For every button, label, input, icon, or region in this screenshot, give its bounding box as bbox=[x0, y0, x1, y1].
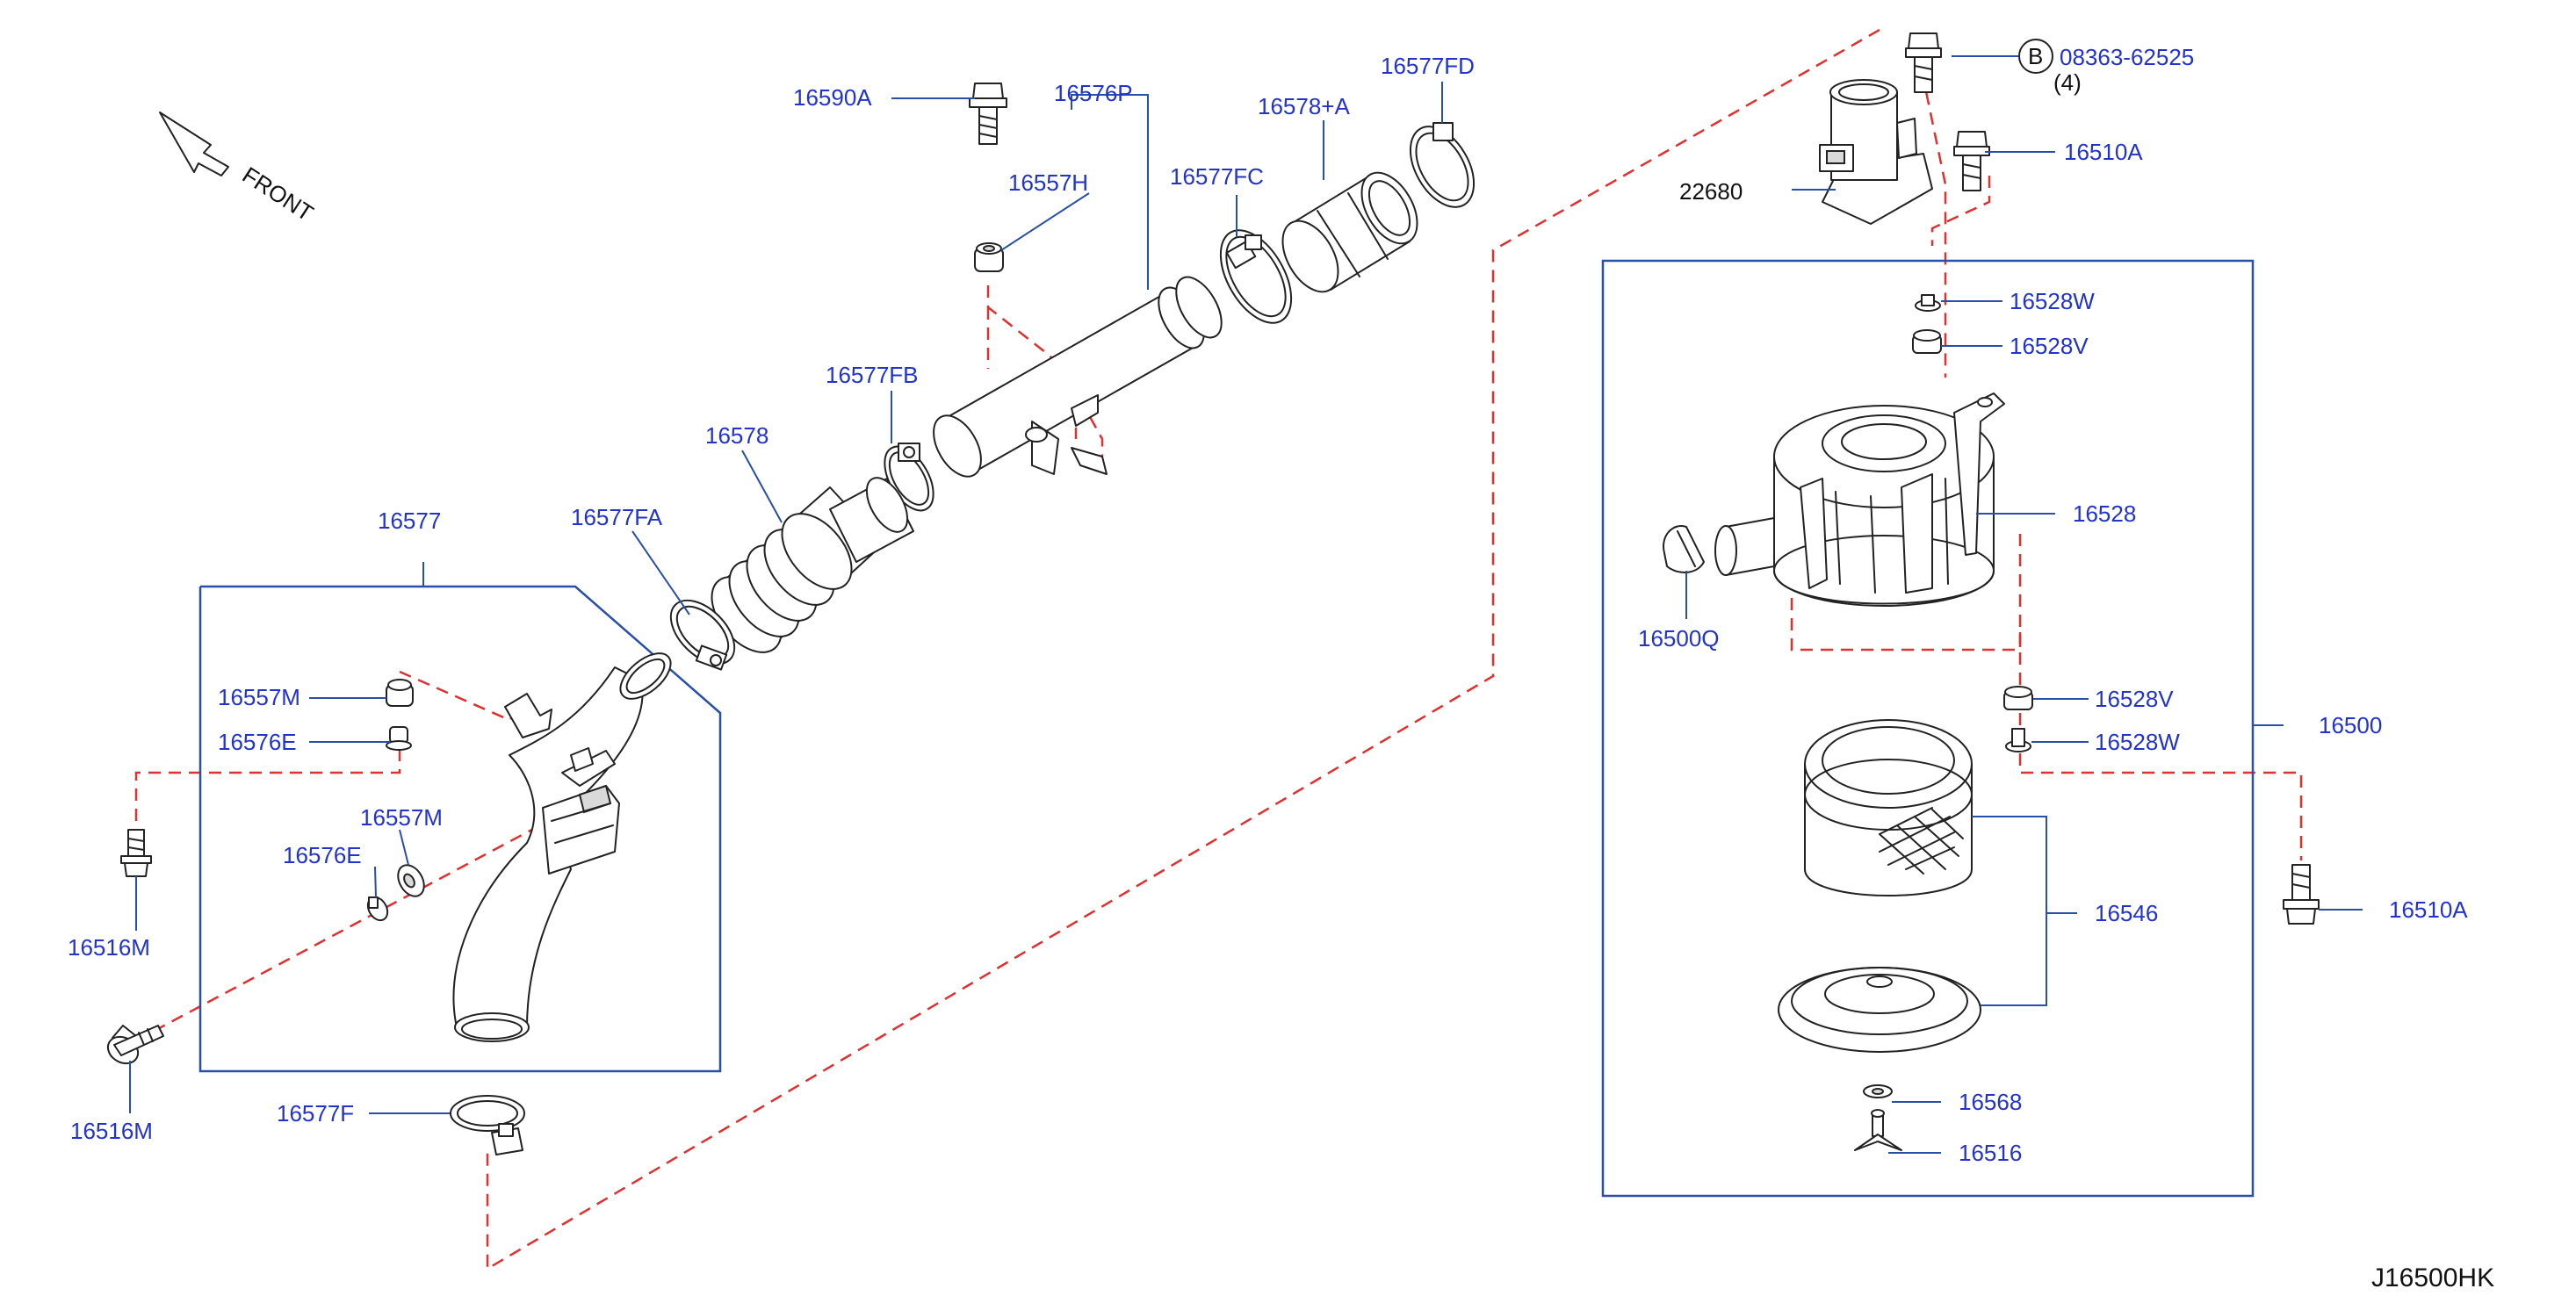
assembly-16577-box bbox=[198, 562, 722, 1073]
bolt-note-qty: (4) bbox=[2053, 69, 2082, 96]
label-16557m-upper: 16557M bbox=[218, 684, 300, 710]
label-16576p: 16576P bbox=[1054, 80, 1133, 106]
label-16578a: 16578+A bbox=[1258, 93, 1350, 119]
label-16500: 16500 bbox=[2319, 712, 2382, 738]
front-arrow-icon bbox=[159, 112, 229, 176]
air-duct-16576p bbox=[933, 276, 1223, 478]
label-16557h: 16557H bbox=[1008, 169, 1088, 196]
pin-16576e-lower bbox=[366, 896, 389, 922]
label-16510a-upper: 16510A bbox=[2064, 139, 2143, 165]
bolt-16510a-lower bbox=[2283, 864, 2320, 925]
label-16528w-upper: 16528W bbox=[2010, 288, 2095, 314]
bolt-08363-62525 bbox=[1905, 32, 1942, 93]
clamp-16577fa bbox=[669, 599, 736, 671]
label-16577fd: 16577FD bbox=[1381, 53, 1475, 79]
bolt-16516m-upper bbox=[120, 829, 152, 877]
label-16577fa: 16577FA bbox=[571, 504, 663, 530]
washer-16528w-upper bbox=[1915, 294, 1941, 312]
label-16516m-lower: 16516M bbox=[70, 1118, 153, 1144]
air-flow-sensor-22680 bbox=[1819, 79, 1933, 225]
spacer-16528v-lower bbox=[2003, 686, 2033, 710]
label-16577f: 16577F bbox=[277, 1100, 354, 1127]
grommet-16557m-upper bbox=[386, 679, 414, 707]
bolt-note-badge: B bbox=[2018, 39, 2053, 74]
label-16576e-lower: 16576E bbox=[283, 842, 362, 868]
label-16590a: 16590A bbox=[793, 84, 872, 111]
label-08363-62525: 08363-62525 bbox=[2060, 44, 2194, 70]
label-16568: 16568 bbox=[1959, 1089, 2022, 1115]
label-16528v-lower: 16528V bbox=[2095, 686, 2174, 712]
air-cleaner-cover bbox=[1778, 967, 1981, 1053]
diagram-code: J16500HK bbox=[2371, 1263, 2494, 1292]
label-16528v-upper: 16528V bbox=[2010, 333, 2089, 359]
filter-element-16546 bbox=[1804, 719, 1973, 896]
label-16577fb: 16577FB bbox=[826, 362, 919, 388]
label-16516m-upper: 16516M bbox=[68, 934, 150, 961]
label-16528w-lower: 16528W bbox=[2095, 729, 2180, 755]
filter-mesh bbox=[1879, 807, 1964, 875]
air-duct-16577 bbox=[452, 652, 672, 1042]
leader-lines bbox=[129, 55, 2363, 1154]
valve-16500q bbox=[1663, 525, 1705, 573]
label-16500q: 16500Q bbox=[1638, 625, 1720, 652]
label-22680: 22680 bbox=[1679, 178, 1743, 205]
wing-nut-16516 bbox=[1854, 1109, 1902, 1151]
label-16578: 16578 bbox=[705, 422, 768, 449]
assembly-16500-box bbox=[1601, 259, 2255, 1198]
front-label: FRONT bbox=[238, 162, 319, 227]
label-16528: 16528 bbox=[2073, 500, 2136, 527]
washer-16528w-lower bbox=[2005, 728, 2031, 752]
hose-16578a bbox=[1281, 171, 1418, 293]
clamp-16577f bbox=[450, 1095, 525, 1155]
label-16557m-lower: 16557M bbox=[360, 804, 443, 831]
label-16577: 16577 bbox=[378, 508, 441, 534]
clamp-16577fc bbox=[1219, 229, 1293, 324]
air-cleaner-body-16528 bbox=[1714, 392, 2005, 607]
label-16576e-upper: 16576E bbox=[218, 729, 297, 755]
bolt-16516m-lower bbox=[106, 1025, 164, 1065]
grommet-16557h bbox=[974, 242, 1004, 272]
label-16510a-lower: 16510A bbox=[2389, 896, 2468, 923]
washer-16568 bbox=[1863, 1084, 1893, 1098]
label-16516: 16516 bbox=[1959, 1140, 2022, 1166]
connection-dashed-lines bbox=[134, 28, 2303, 1271]
note-badge-letter: B bbox=[2028, 43, 2043, 69]
grommet-16557m-lower bbox=[397, 864, 425, 897]
label-16546: 16546 bbox=[2095, 900, 2158, 926]
label-16577fc: 16577FC bbox=[1170, 163, 1264, 190]
bellows-hose-16578 bbox=[711, 477, 914, 653]
bolt-16590a bbox=[969, 83, 1007, 145]
clamp-16577fd bbox=[1409, 122, 1476, 208]
bolt-16510a-upper bbox=[1953, 131, 1990, 191]
spacer-16528v-upper bbox=[1912, 329, 1942, 354]
pin-16576e-upper bbox=[386, 726, 412, 751]
